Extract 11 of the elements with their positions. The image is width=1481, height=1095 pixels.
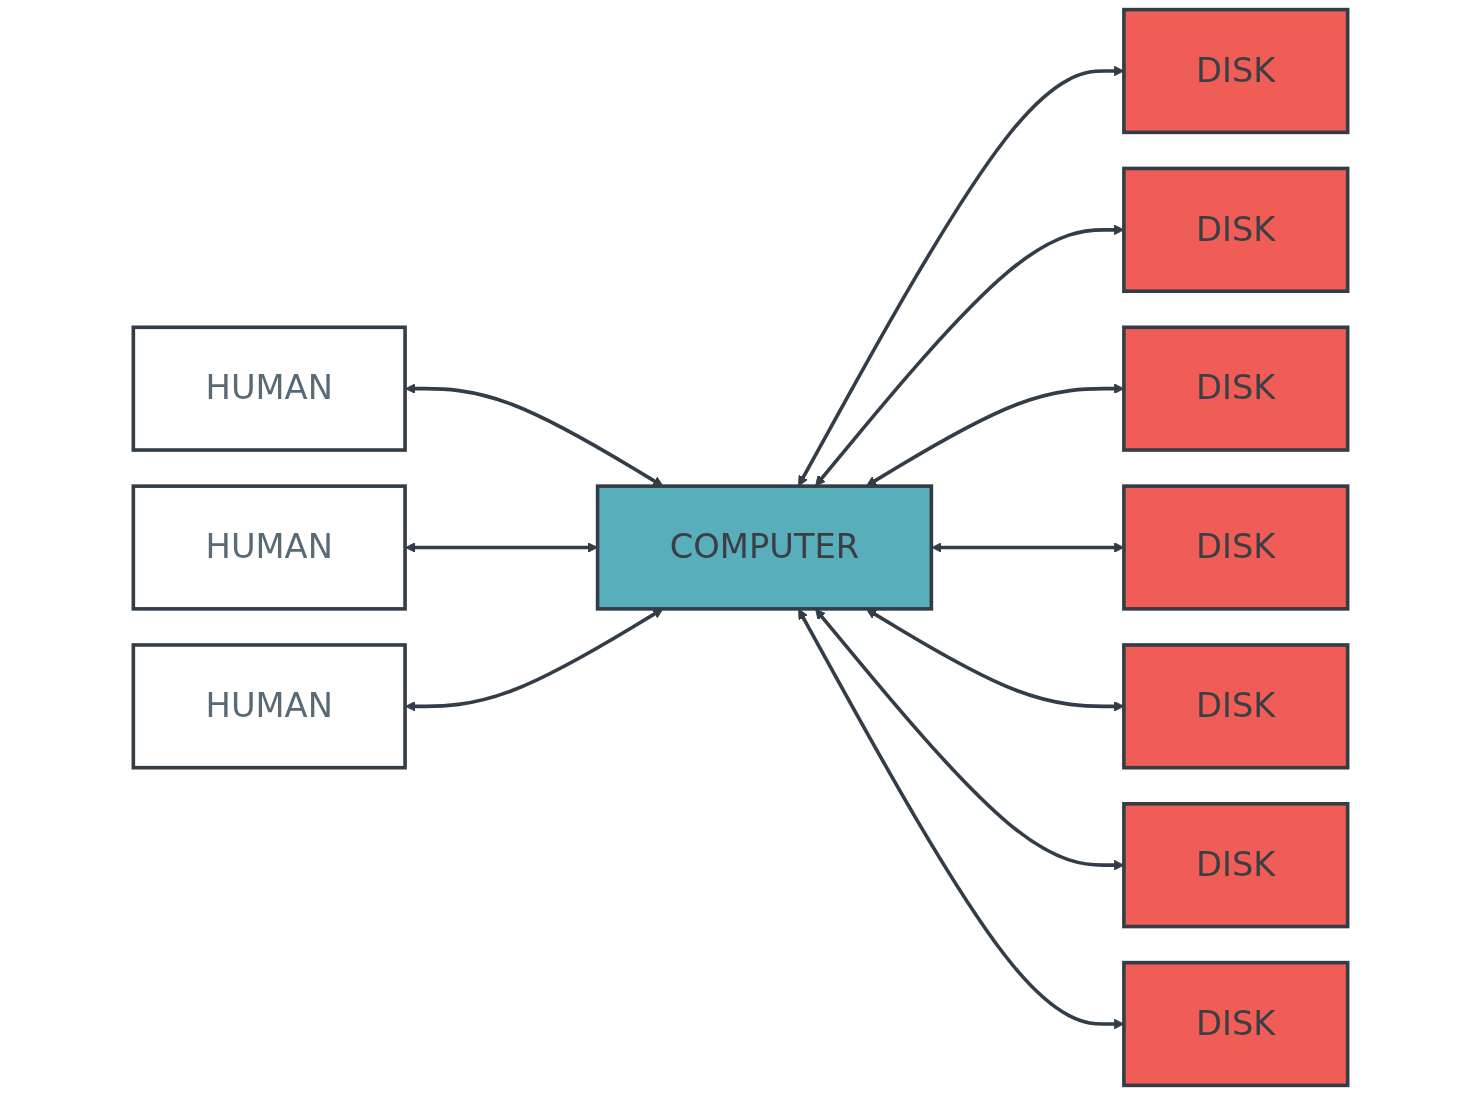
node-box: DISK (1122, 960, 1350, 1088)
node-box: DISK (1122, 7, 1350, 135)
node-box: DISK (1122, 484, 1350, 611)
node-box: HUMAN (131, 325, 407, 452)
node-box: DISK (1122, 325, 1350, 452)
node-box: DISK (1122, 802, 1350, 929)
node-box: HUMAN (131, 643, 407, 770)
node-box: DISK (1122, 643, 1350, 770)
node-box: COMPUTER (595, 484, 934, 611)
node-box: HUMAN (131, 484, 407, 611)
node-box: DISK (1122, 166, 1350, 293)
